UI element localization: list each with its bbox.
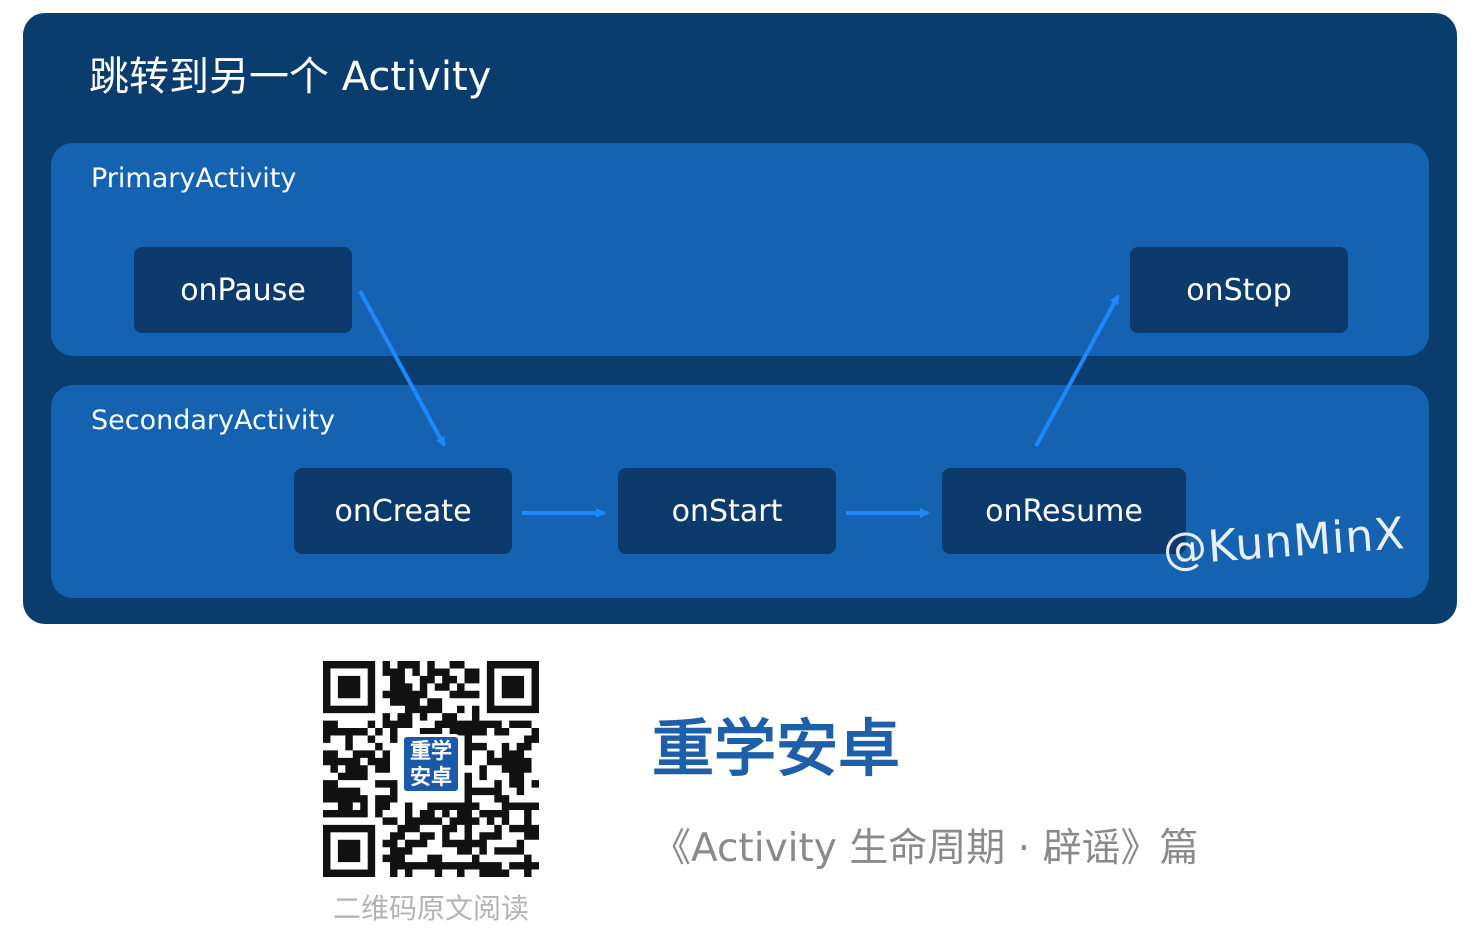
diagram-title: 跳转到另一个 Activity bbox=[89, 54, 492, 100]
qr-badge-line-1: 重学 bbox=[410, 738, 452, 763]
brand-subtitle: 《Activity 生命周期 · 辟谣》篇 bbox=[652, 826, 1199, 871]
lifecycle-diagram: 跳转到另一个 Activity PrimaryActivity onPause … bbox=[23, 13, 1457, 624]
node-on-resume: onResume bbox=[942, 468, 1186, 554]
node-on-pause: onPause bbox=[134, 247, 352, 333]
lane-label-primary: PrimaryActivity bbox=[91, 163, 297, 194]
qr-code-icon[interactable]: 重学 安卓 bbox=[323, 661, 539, 877]
brand-title: 重学安卓 bbox=[652, 712, 901, 785]
qr-logo-badge: 重学 安卓 bbox=[401, 734, 461, 794]
node-on-start: onStart bbox=[618, 468, 836, 554]
lane-label-secondary: SecondaryActivity bbox=[91, 405, 335, 436]
qr-caption: 二维码原文阅读 bbox=[332, 892, 529, 925]
qr-badge-line-2: 安卓 bbox=[410, 764, 452, 789]
lane-primary-activity: PrimaryActivity onPause onStop bbox=[51, 143, 1429, 356]
lane-secondary-activity: SecondaryActivity onCreate onStart onRes… bbox=[51, 385, 1429, 598]
node-on-stop: onStop bbox=[1130, 247, 1348, 333]
qr-code-pattern bbox=[323, 661, 539, 877]
node-on-create: onCreate bbox=[294, 468, 512, 554]
